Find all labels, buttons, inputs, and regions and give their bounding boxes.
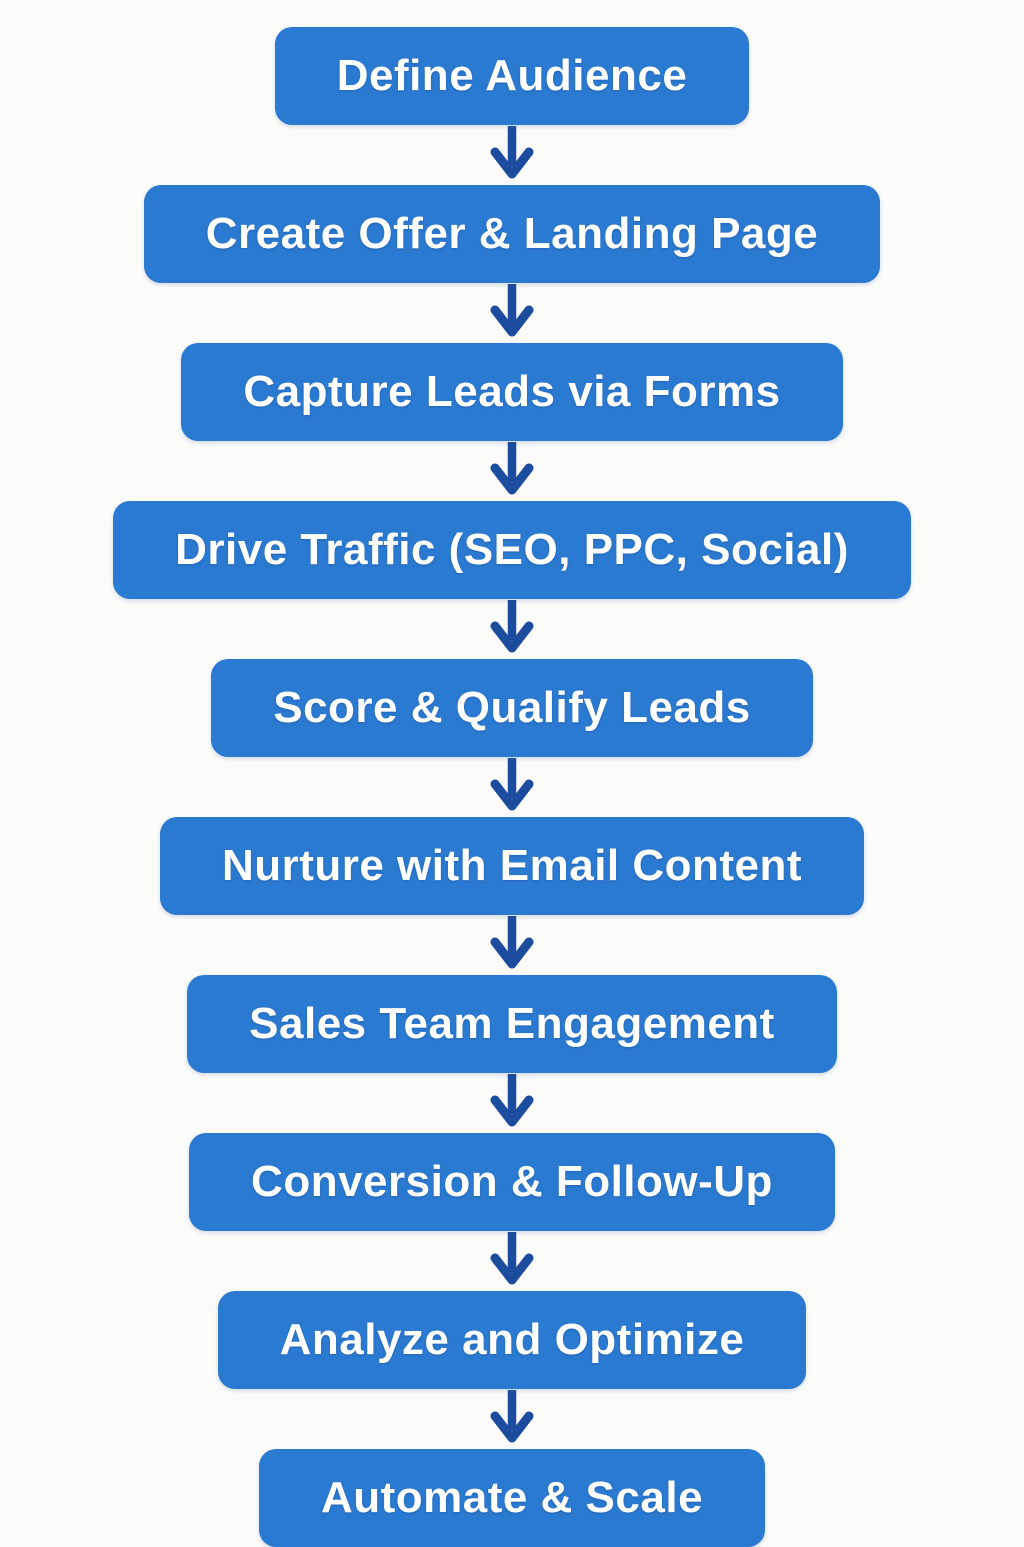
down-arrow-icon xyxy=(490,1389,534,1449)
flow-step-create-offer-landing-page: Create Offer & Landing Page xyxy=(143,185,881,283)
flow-step-score-qualify-leads: Score & Qualify Leads xyxy=(211,659,813,757)
down-arrow-icon xyxy=(490,283,534,343)
flow-step-nurture-with-email-content: Nurture with Email Content xyxy=(159,817,865,915)
down-arrow-icon xyxy=(490,757,534,817)
down-arrow-icon xyxy=(490,125,534,185)
down-arrow-icon xyxy=(490,1073,534,1133)
flow-step-define-audience: Define Audience xyxy=(274,27,750,125)
flow-step-conversion-follow-up: Conversion & Follow-Up xyxy=(189,1133,835,1231)
flow-step-sales-team-engagement: Sales Team Engagement xyxy=(187,975,837,1073)
flow-step-analyze-and-optimize: Analyze and Optimize xyxy=(217,1291,807,1389)
down-arrow-icon xyxy=(490,1231,534,1291)
down-arrow-icon xyxy=(490,441,534,501)
down-arrow-icon xyxy=(490,915,534,975)
flow-step-automate-scale: Automate & Scale xyxy=(258,1449,766,1547)
flow-step-drive-traffic: Drive Traffic (SEO, PPC, Social) xyxy=(113,501,911,599)
down-arrow-icon xyxy=(490,599,534,659)
flow-step-capture-leads-via-forms: Capture Leads via Forms xyxy=(181,343,843,441)
